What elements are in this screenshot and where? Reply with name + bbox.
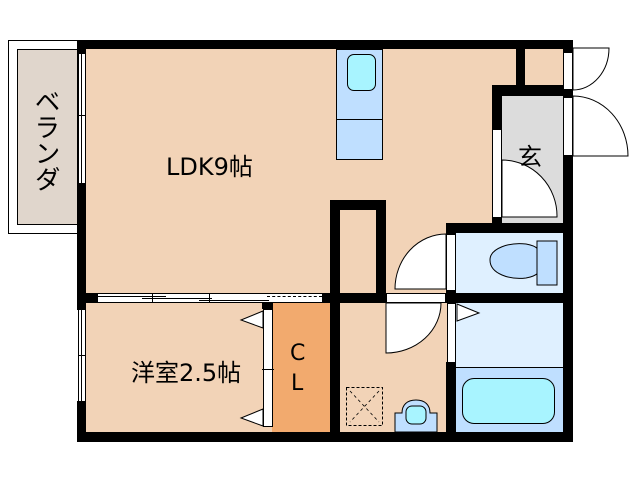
closet-door-arrow-top-icon <box>239 310 264 329</box>
closet-door-center <box>262 369 274 370</box>
veranda-window-mullion <box>81 53 82 184</box>
front-door-swing-upper-icon[interactable] <box>572 47 613 91</box>
wall-top <box>77 40 573 49</box>
washroom-door-swing-icon[interactable] <box>385 302 442 355</box>
wall-bottom <box>77 432 573 442</box>
entrance-label: 玄 <box>518 143 542 171</box>
washroom-door-frame <box>386 293 446 303</box>
veranda-window <box>78 53 86 184</box>
washbasin-icon <box>394 399 438 433</box>
wall-right-mid <box>563 89 573 98</box>
western-window-mark <box>78 355 86 356</box>
sliding-door-dashed <box>267 296 322 297</box>
sliding-door-post-2 <box>209 293 210 303</box>
wall-left-lower <box>77 401 86 442</box>
wall-right-upper <box>563 40 573 53</box>
closet <box>272 303 331 432</box>
wall-toilet-left <box>446 223 456 235</box>
sliding-door-track-2 <box>142 298 212 299</box>
toilet-door-swing-icon[interactable] <box>394 233 447 290</box>
wall-entrance-top <box>492 85 564 96</box>
sliding-door-track-1 <box>98 296 166 297</box>
ldk-label: LDK9帖 <box>166 153 253 181</box>
floor-drain-icon <box>346 387 383 426</box>
bath-door[interactable] <box>447 303 456 363</box>
kitchen-divider <box>336 119 383 120</box>
veranda-window-mark <box>79 115 86 116</box>
closet-door[interactable] <box>263 309 273 427</box>
wall-entrance-left-lower <box>492 218 502 225</box>
wall-ldk-western-left <box>77 293 98 303</box>
closet-label-c: C <box>290 341 306 366</box>
wall-post-entrance <box>516 40 525 92</box>
wall-left-mid <box>77 183 86 310</box>
sink <box>347 54 376 91</box>
front-door-frame-lower <box>563 97 573 156</box>
toilet-fixture-icon <box>489 240 558 286</box>
wall-toilet-bath <box>446 293 573 303</box>
wall-entrance-left-upper <box>492 85 502 130</box>
wall-western-closet <box>262 303 273 309</box>
entrance-inner-door-frame <box>492 129 502 218</box>
western-room <box>86 303 273 432</box>
sliding-door-post-1 <box>152 293 153 303</box>
wall-closet-washroom <box>330 293 340 442</box>
bath-door-arrow-icon <box>456 303 481 322</box>
wall-shaft-right <box>376 200 386 303</box>
toilet-door-frame <box>446 234 456 291</box>
wall-entrance-bottom <box>446 223 573 233</box>
wall-shaft-top <box>330 200 386 210</box>
wall-bath-left <box>446 362 456 442</box>
front-door-swing-lower-icon[interactable] <box>572 95 629 157</box>
veranda <box>17 49 78 225</box>
entrance-inner-door-swing-icon[interactable] <box>501 159 558 220</box>
veranda-label: ベランダ <box>30 88 60 192</box>
closet-label-l: L <box>291 371 304 396</box>
sliding-door-track-3 <box>199 300 269 301</box>
closet-door-arrow-bottom-icon <box>239 408 264 427</box>
bathtub <box>462 378 555 424</box>
western-room-label: 洋室2.5帖 <box>131 359 242 387</box>
wall-left-upper <box>77 40 86 53</box>
front-door-frame-upper <box>563 52 573 90</box>
wall-shaft-left <box>330 200 340 303</box>
